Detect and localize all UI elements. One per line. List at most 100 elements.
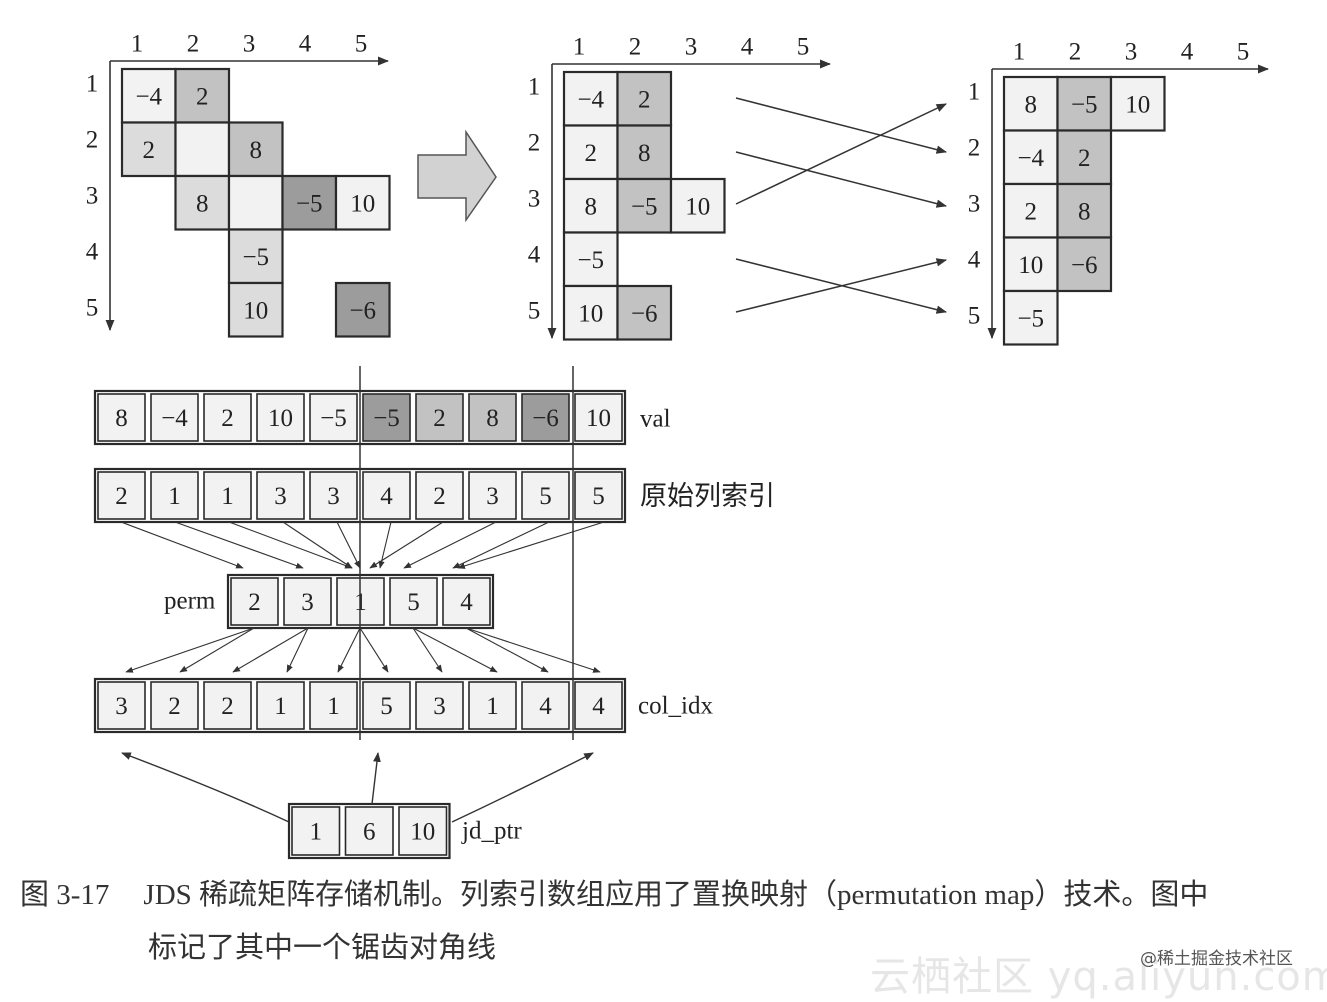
original-cell xyxy=(120,121,177,178)
remap-arrow xyxy=(457,521,605,569)
compressed-cell-value: −6 xyxy=(631,300,658,327)
compressed-row-label: 1 xyxy=(528,74,541,101)
remap-arrow xyxy=(120,521,244,569)
compressed-cell-value: 10 xyxy=(685,193,710,220)
jd-ptr-cell xyxy=(291,806,341,856)
jagged-cell xyxy=(1056,129,1113,186)
orig-col-index-cell-value: 1 xyxy=(168,483,181,510)
jagged-row-label: 1 xyxy=(968,79,981,106)
jagged-cell-value: −5 xyxy=(1071,91,1098,118)
original-cell xyxy=(334,281,391,338)
col-idx-cell-value: 2 xyxy=(168,693,181,720)
compressed-col-label: 3 xyxy=(685,34,698,61)
perm-mapping-arrow xyxy=(337,627,361,673)
col-idx-cell-value: 1 xyxy=(327,693,340,720)
perm-cell-value: 5 xyxy=(407,589,420,616)
val-cell-value: −5 xyxy=(373,405,400,432)
perm-mapping-arrow xyxy=(412,627,443,673)
col-idx-cell xyxy=(150,681,199,730)
orig-col-index-cell-value: 4 xyxy=(380,483,393,510)
compressed-cell xyxy=(562,231,619,288)
orig-col-index-cell xyxy=(97,471,146,520)
orig-col-index-cell-value: 5 xyxy=(592,483,605,510)
val-cell-value: −4 xyxy=(161,405,188,432)
jagged-cell xyxy=(1109,75,1166,132)
jd-ptr-cell-value: 6 xyxy=(363,819,376,846)
orig-col-index-cell xyxy=(415,471,464,520)
orig-col-index-cell xyxy=(574,471,623,520)
original-cell-value: 8 xyxy=(250,137,263,164)
original-cell xyxy=(334,174,391,231)
val-cell xyxy=(468,393,517,442)
jagged-cell-value: 8 xyxy=(1025,91,1038,118)
val-cell xyxy=(150,393,199,442)
val-cell xyxy=(415,393,464,442)
perm-mapping-arrow xyxy=(179,627,255,673)
jd-ptr-cell xyxy=(398,806,448,856)
original-row-label: 5 xyxy=(86,295,99,322)
compressed-cell-value: 10 xyxy=(578,300,603,327)
original-cell xyxy=(227,121,284,178)
orig-col-index-cell-value: 3 xyxy=(486,483,499,510)
transform-arrow xyxy=(417,129,497,223)
jagged-cell-value: −5 xyxy=(1017,305,1044,332)
col-idx-cell-value: 2 xyxy=(221,693,234,720)
orig-col-index-label: 原始列索引 xyxy=(640,481,775,511)
perm-cell xyxy=(283,577,332,626)
compressed-cell-value: −5 xyxy=(577,247,604,274)
original-cell-value: 10 xyxy=(243,297,268,324)
perm-mapping-arrow xyxy=(412,627,498,673)
jagged-cell-value: −6 xyxy=(1071,252,1098,279)
compressed-col-label: 2 xyxy=(629,34,642,61)
jagged-cell xyxy=(1002,236,1059,293)
jagged-cell xyxy=(1002,129,1059,186)
perm-label: perm xyxy=(164,588,216,615)
orig-col-index-cell-value: 3 xyxy=(327,483,340,510)
compressed-row-label: 2 xyxy=(528,130,541,157)
original-cell xyxy=(281,174,338,231)
jagged-row-label: 3 xyxy=(968,191,981,218)
jd-ptr-cell-value: 1 xyxy=(310,819,323,846)
original-cell-value: −6 xyxy=(349,297,376,324)
col-idx-cell-value: 1 xyxy=(486,693,499,720)
val-cell-value: 2 xyxy=(221,405,234,432)
original-cell xyxy=(174,121,231,178)
compressed-cell xyxy=(616,124,673,181)
jagged-cell-value: 8 xyxy=(1078,198,1091,225)
val-cell-value: −6 xyxy=(532,405,559,432)
col-idx-cell-value: 5 xyxy=(380,693,393,720)
compressed-cell-value: 8 xyxy=(638,140,651,167)
original-cell-value: 8 xyxy=(196,190,209,217)
row-permutation-arrow xyxy=(735,97,948,154)
val-cell xyxy=(256,393,305,442)
orig-col-index-cell-value: 3 xyxy=(274,483,287,510)
jagged-col-label: 2 xyxy=(1069,39,1082,66)
col-idx-cell xyxy=(256,681,305,730)
original-cell xyxy=(227,174,284,231)
jagged-cell xyxy=(1056,182,1113,239)
original-col-label: 3 xyxy=(243,31,256,58)
col-idx-cell-value: 3 xyxy=(115,693,128,720)
figure-number: 图 3-17 xyxy=(20,879,110,911)
original-cell-value: 2 xyxy=(196,83,209,110)
original-col-label: 1 xyxy=(131,31,144,58)
perm-cell xyxy=(230,577,279,626)
jd-ptr-arrow xyxy=(451,752,594,823)
original-cell-value: −5 xyxy=(242,244,269,271)
original-row-label: 2 xyxy=(86,127,99,154)
original-col-label: 4 xyxy=(299,31,312,58)
row-permutation-arrow xyxy=(735,103,947,205)
jd-ptr-cell-value: 10 xyxy=(410,819,435,846)
compressed-cell-value: 8 xyxy=(585,193,598,220)
remap-arrow xyxy=(369,521,444,569)
jagged-cell-value: 2 xyxy=(1025,198,1038,225)
perm-cell-value: 2 xyxy=(248,589,261,616)
remap-arrow xyxy=(282,521,353,569)
orig-col-index-cell xyxy=(468,471,517,520)
figure-caption-line2: 标记了其中一个锯齿对角线 xyxy=(148,932,497,964)
compressed-cell xyxy=(562,70,619,127)
val-cell xyxy=(574,393,623,442)
compressed-row-label: 3 xyxy=(528,186,541,213)
val-cell-value: −5 xyxy=(320,405,347,432)
